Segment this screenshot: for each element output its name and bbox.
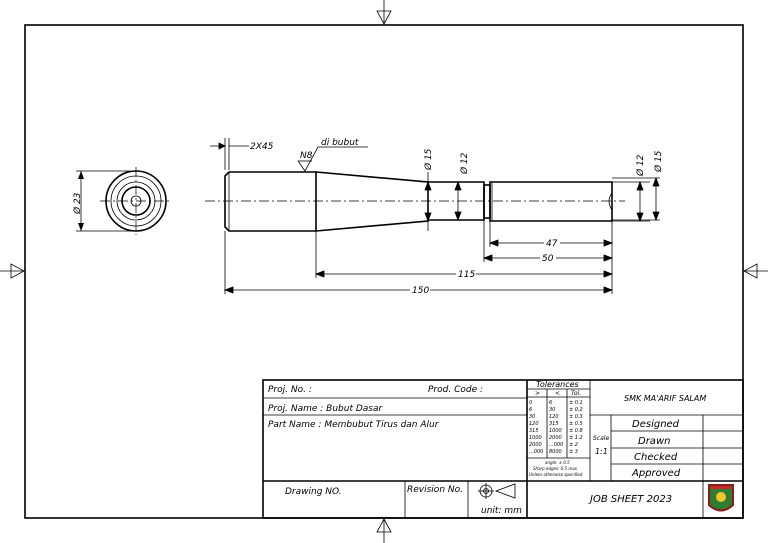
tolerance-cell: 8000 — [549, 449, 562, 455]
dim-dia-15-taper: Ø 15 — [423, 148, 434, 171]
drawing-border — [24, 24, 744, 519]
drawing-no-label: Drawing NO. — [285, 487, 342, 497]
tolerance-cell: 2000 — [549, 435, 562, 441]
projection-symbol-icon — [478, 483, 516, 499]
title-block — [262, 379, 744, 519]
dim-right-diameters — [612, 176, 660, 223]
checked-label: Checked — [634, 452, 678, 463]
shaft-front-view — [205, 171, 625, 232]
tolerance-cell: 315 — [549, 421, 559, 427]
dim-dia-12-neck: Ø 12 — [459, 152, 470, 175]
proj-name-label: Proj. Name : Bubut Dasar — [268, 404, 383, 414]
school-name: SMK MA'ARIF SALAM — [624, 394, 706, 403]
tolerance-cell: 30 — [549, 407, 555, 413]
school-logo-icon — [708, 484, 734, 512]
surface-finish-symbol — [297, 146, 368, 172]
dim-47: 47 — [546, 239, 558, 249]
dim-115: 115 — [458, 270, 475, 280]
chamfer-annotation — [210, 138, 249, 170]
tol-header-tol: Tol. — [571, 390, 581, 397]
tolerance-cell: ...000 — [529, 449, 543, 455]
approved-label: Approved — [631, 468, 681, 479]
centering-mark-bottom — [376, 518, 392, 543]
tolerance-cell: 0 — [529, 400, 532, 406]
dim-dia-23: Ø 23 — [72, 192, 83, 215]
centering-mark-top — [376, 0, 392, 25]
tolerance-cell: 30 — [529, 414, 535, 420]
tolerance-cell: ± 1.2 — [569, 435, 583, 441]
prod-code-label: Prod. Code : — [428, 385, 483, 395]
part-name-label: Part Name : Membubut Tirus dan Alur — [268, 420, 440, 430]
tol-note-angle: angle: ± 0.5 — [545, 460, 570, 465]
tolerance-cell: ± 0.5 — [569, 421, 583, 427]
centering-mark-right — [743, 263, 768, 279]
designed-label: Designed — [632, 419, 680, 430]
revision-no-label: Revision No. — [407, 485, 463, 495]
surface-finish-label: N8 — [300, 151, 313, 161]
job-sheet-title: JOB SHEET 2023 — [588, 494, 672, 505]
process-label: di bubut — [321, 138, 359, 148]
tolerance-cell: 6 — [529, 407, 532, 413]
tolerance-cell: ± 0.3 — [569, 414, 583, 420]
tol-note-edges: Sharp edges: 0.5 max — [533, 466, 578, 471]
dim-taper-large — [421, 172, 436, 231]
tolerance-cell: ± 2 — [569, 442, 578, 448]
end-view: Ø 23 — [72, 167, 172, 235]
dim-150: 150 — [412, 286, 429, 296]
scale-value: 1:1 — [595, 447, 608, 456]
tolerance-cell: 6 — [549, 400, 552, 406]
unit-label: unit: mm — [481, 506, 522, 516]
tolerance-cell: 1000 — [549, 428, 562, 434]
tolerance-cell: 2000 — [529, 442, 542, 448]
proj-no-label: Proj. No. : — [268, 385, 312, 395]
dim-dia-15-right: Ø 15 — [653, 150, 664, 173]
scale-label: Scale — [593, 435, 609, 442]
tolerance-cell: 1000 — [529, 435, 542, 441]
tol-header-lt: < — [555, 390, 560, 397]
tolerance-cell: 120 — [549, 414, 559, 420]
tolerance-cell: 315 — [529, 428, 539, 434]
dim-dia-12-right: Ø 12 — [635, 154, 646, 177]
chamfer-label: 2X45 — [250, 142, 274, 152]
tolerances-title: Tolerances — [536, 380, 579, 389]
tolerance-cell: ± 0.8 — [569, 428, 583, 434]
drawn-label: Drawn — [638, 436, 670, 447]
centering-mark-left — [0, 263, 25, 279]
tolerance-cell: ± 0.2 — [569, 407, 583, 413]
tol-header-gt: > — [535, 390, 540, 397]
tolerance-cell: ± 3 — [569, 449, 578, 455]
tol-note-unless: Unless otherwise specified — [529, 472, 583, 477]
tolerance-cell: ± 0.1 — [569, 400, 583, 406]
dim-50: 50 — [542, 254, 554, 264]
dim-neck — [454, 180, 462, 222]
tolerance-cell: 120 — [529, 421, 539, 427]
tolerance-cell: ...000 — [549, 442, 563, 448]
